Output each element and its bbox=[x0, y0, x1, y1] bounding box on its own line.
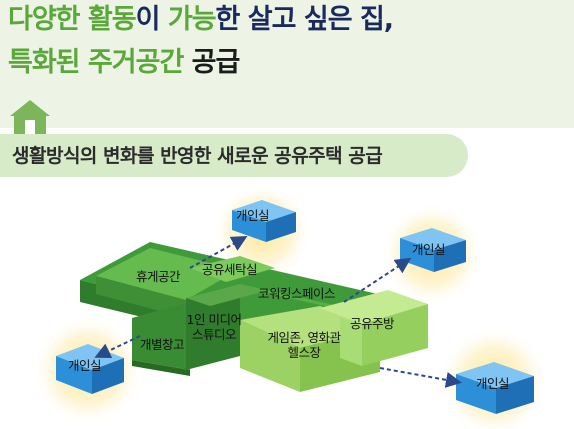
private-room-label-right-upper: 개인실 bbox=[412, 242, 446, 257]
private-room-cube-top bbox=[232, 200, 296, 242]
house-icon bbox=[10, 100, 50, 134]
coworking-label: 코워킹스페이스 bbox=[258, 286, 336, 301]
private-room-label-right-lower: 개인실 bbox=[476, 376, 510, 391]
title-text-supply: 공급 bbox=[183, 47, 241, 78]
connector-arrow-right-upper bbox=[343, 257, 412, 303]
connector-arrow-top bbox=[189, 236, 248, 269]
private-room-cube-left bbox=[56, 344, 124, 394]
header-band: 다양한 활동이 가능한 살고 싶은 집, 특화된 주거공간 공급 bbox=[0, 0, 574, 128]
connector-arrow-left bbox=[94, 335, 141, 359]
private-room-label-left: 개인실 bbox=[68, 358, 102, 373]
game-zone-label-line1: 게임존, 영화관 bbox=[267, 330, 341, 345]
media-studio-label-line2: 스튜디오 bbox=[191, 327, 237, 342]
shared-kitchen-label: 공유주방 bbox=[350, 316, 395, 331]
shared-housing-diagram bbox=[32, 182, 550, 429]
media-studio-label-line1: 1인 미디어 bbox=[186, 312, 242, 327]
media-studio-label: 1인 미디어 스튜디오 bbox=[187, 312, 242, 342]
title-highlight-activities: 다양한 활동 bbox=[8, 4, 137, 35]
title-line-2: 특화된 주거공간 공급 bbox=[8, 47, 241, 79]
title-highlight-specialized: 특화된 주거공간 bbox=[8, 47, 184, 78]
connector-arrow-right-lower bbox=[379, 367, 462, 388]
title-highlight-possible: 가능 bbox=[167, 4, 217, 35]
title-text-rest: 한 살고 싶은 집, bbox=[215, 4, 394, 35]
storage-label: 개별창고 bbox=[140, 337, 185, 352]
game-zone-label: 게임존, 영화관 헬스장 bbox=[268, 330, 341, 360]
shared-building bbox=[80, 242, 428, 392]
subtitle-banner: 생활방식의 변화를 반영한 새로운 공유주택 공급 bbox=[0, 134, 468, 177]
lounge-label: 휴게공간 bbox=[136, 269, 181, 284]
title-text: 이 bbox=[135, 4, 168, 35]
laundry-label: 공유세탁실 bbox=[202, 262, 258, 277]
game-zone-label-line2: 헬스장 bbox=[287, 345, 321, 360]
private-room-label-top: 개인실 bbox=[236, 208, 270, 223]
private-room-cube-right-lower bbox=[456, 362, 534, 414]
subtitle-text: 생활방식의 변화를 반영한 새로운 공유주택 공급 bbox=[12, 145, 383, 167]
title-line-1: 다양한 활동이 가능한 살고 싶은 집, bbox=[8, 4, 394, 36]
private-room-cube-right-upper bbox=[400, 228, 466, 272]
